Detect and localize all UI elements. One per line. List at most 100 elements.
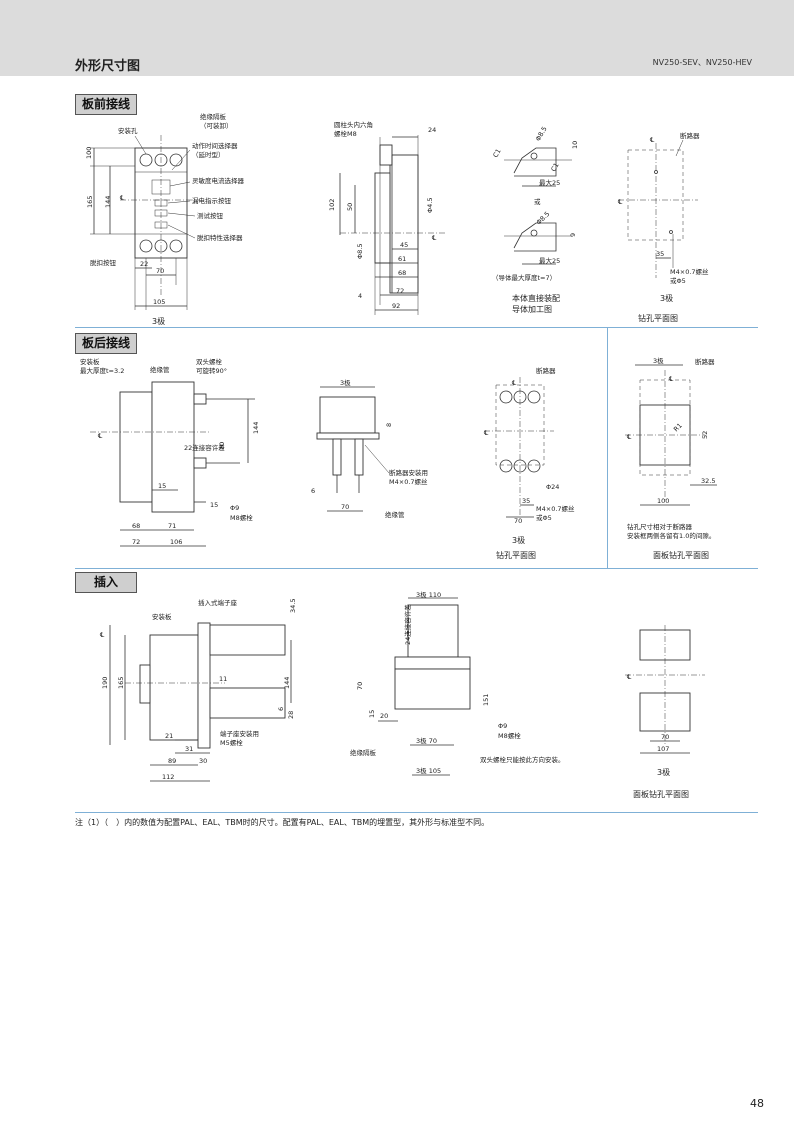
label-test-button: 测试按钮 <box>197 211 224 220</box>
svg-text:℄: ℄ <box>669 375 674 383</box>
dim-144: 144 <box>104 196 112 208</box>
label-trip-selector: 脱扣特性选择器 <box>197 233 243 242</box>
svg-text:℄: ℄ <box>100 631 105 639</box>
front-wiring-breaker-front-view: ℄ 100 165 144 70 22 105 3极 安装孔 绝缘隔板 （可装卸… <box>85 112 245 326</box>
label-trip-button: 脱扣按钮 <box>90 258 117 267</box>
label-drill-note-1: 钻孔尺寸相对于断路器 <box>627 522 693 531</box>
footnote: 注（1）（ ）内的数值为配置PAL、EAL、TBM时的尺寸。配置有PAL、EAL… <box>75 818 490 827</box>
section-rear-wiring: 板后接线 <box>75 333 137 354</box>
dim-35: 35 <box>656 250 664 258</box>
page-title: 外形尺寸图 <box>75 59 141 74</box>
label-mounting-plate: 安装板 <box>80 357 100 366</box>
dim-52: 52 <box>701 431 709 439</box>
label-insulation-barrier: 绝缘隔板 <box>200 112 227 121</box>
dim-20: 20 <box>218 442 226 450</box>
poles-3p: 3极 <box>660 293 673 303</box>
dim-c1-a: C1 <box>491 147 502 159</box>
dim-107: 107 <box>657 745 669 753</box>
page-header: 外形尺寸图 NV250-SEV、NV250-HEV <box>0 0 794 76</box>
dim-11: 11 <box>219 675 227 683</box>
svg-text:℄: ℄ <box>484 429 489 437</box>
label-terminal-mount: 端子座安装用 <box>220 729 259 738</box>
label-m4-screw: M4×0.7螺丝 <box>670 267 709 276</box>
caption-drilling-plan: 钻孔平面图 <box>496 550 536 560</box>
dim-15-b: 15 <box>210 501 218 509</box>
label-or-phi5: 或Φ5 <box>670 276 686 285</box>
dim-3p-105: 3极 105 <box>416 766 441 775</box>
caption-drilling-plan: 钻孔平面图 <box>638 313 678 323</box>
dim-3p-110: 3极 110 <box>416 590 441 599</box>
dim-4: 4 <box>358 292 362 300</box>
dim-c1-b: C1 <box>549 161 560 173</box>
section-front-wiring: 板前接线 <box>75 94 137 115</box>
dim-22: 22 <box>140 260 148 268</box>
label-phi9: Φ9 <box>230 504 239 512</box>
caption-direct-mount: 本体直接装配 <box>512 293 560 303</box>
dim-max25-b: 最大25 <box>539 256 560 265</box>
label-breaker: 断路器 <box>680 131 700 140</box>
rear-drilling-plan: ℄℄ 断路器 Φ24 35 M4×0.7螺丝 或Φ5 70 3极 钻孔平面图 <box>484 366 575 560</box>
dim-28: 28 <box>287 711 295 719</box>
caption-conductor-drawing: 导体加工图 <box>512 304 552 314</box>
dim-8: 8 <box>385 423 393 427</box>
label-bolt-m8: 螺栓M8 <box>334 129 357 138</box>
label-connection-tolerance: 22连接容许差 <box>184 443 225 452</box>
dim-31: 31 <box>185 745 193 753</box>
label-time-selector: 动作时间选择器 <box>192 141 238 150</box>
dim-6: 6 <box>277 707 285 711</box>
label-breaker: 断路器 <box>695 357 715 366</box>
rear-panel-drilling-plan: 3极 断路器 ℄℄ R1 52 32.5 100 钻孔尺寸相对于断路器 安装框两… <box>625 356 717 560</box>
label-m5-bolt: M5螺栓 <box>220 738 243 747</box>
dim-15-a: 15 <box>158 482 166 490</box>
dim-165: 165 <box>86 196 94 208</box>
plug-in-side-view: ℄ 插入式端子座 安装板 34.5 190 165 144 11 6 28 端子… <box>100 598 297 782</box>
dim-71: 71 <box>168 522 176 530</box>
front-wiring-side-view: ℄ 圆柱头内六角 螺栓M8 24 102 50 Φ4.5 Φ8.5 45 61 … <box>328 120 445 315</box>
poles-3p: 3极 <box>340 378 351 387</box>
label-max-thickness: 最大厚度t=3.2 <box>80 366 124 375</box>
divider <box>75 327 758 328</box>
svg-text:℄: ℄ <box>627 673 632 681</box>
label-sensitivity-selector: 灵敏度电流选择器 <box>192 176 245 185</box>
label-or-phi5: 或Φ5 <box>536 513 552 522</box>
dim-61: 61 <box>398 255 406 263</box>
dim-70: 70 <box>341 503 349 511</box>
section-plug-in: 插入 <box>75 572 137 593</box>
label-drill-note-2: 安装框两侧各留有1.0的间隙。 <box>627 531 715 540</box>
dim-105: 105 <box>153 298 165 306</box>
dim-190: 190 <box>101 677 109 689</box>
label-mounting-hole: 安装孔 <box>118 126 138 135</box>
dim-68: 68 <box>132 522 140 530</box>
dim-20: 20 <box>380 712 388 720</box>
rear-wiring-front-view: 3极 8 断路器安装用 M4×0.7螺丝 6 70 绝缘管 <box>311 378 428 519</box>
dim-9: 9 <box>569 233 577 237</box>
label-m8-bolt: M8螺栓 <box>230 513 253 522</box>
dim-68: 68 <box>398 269 406 277</box>
dim-24: 24 <box>428 126 436 134</box>
rear-wiring-side-view: ℄ 安装板 最大厚度t=3.2 绝缘管 双头螺栓 可旋转90° 144 22连接… <box>80 357 260 547</box>
dim-r1: R1 <box>672 422 684 434</box>
label-insulation-barrier: 绝缘隔板 <box>350 748 377 757</box>
svg-text:℄: ℄ <box>627 433 632 441</box>
dim-phi-8-5-a: Φ8.5 <box>534 125 549 142</box>
dim-144: 144 <box>283 677 291 689</box>
dim-100: 100 <box>657 497 669 505</box>
svg-text:℄: ℄ <box>432 234 437 242</box>
dim-92: 92 <box>392 302 400 310</box>
caption-panel-drilling: 面板钻孔平面图 <box>633 789 689 799</box>
label-m4-screw: M4×0.7螺丝 <box>389 477 428 486</box>
label-or: 或 <box>534 197 541 206</box>
dim-35: 35 <box>522 497 530 505</box>
label-m4-screw: M4×0.7螺丝 <box>536 504 575 513</box>
dim-151: 151 <box>482 694 490 706</box>
dim-70: 70 <box>356 682 364 690</box>
svg-text:℄: ℄ <box>650 136 655 144</box>
label-delay-type: （延时型） <box>192 150 225 159</box>
dim-10: 10 <box>571 141 579 149</box>
svg-text:℄: ℄ <box>98 432 103 440</box>
dim-72: 72 <box>132 538 140 546</box>
dim-112: 112 <box>162 773 174 781</box>
dim-89: 89 <box>168 757 176 765</box>
label-phi24: Φ24 <box>546 483 559 491</box>
label-leak-indicator: 漏电指示按钮 <box>192 196 232 205</box>
